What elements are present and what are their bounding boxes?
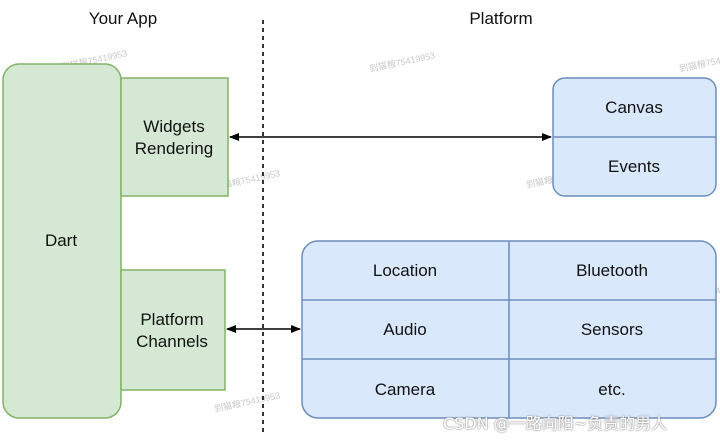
watermark: 到猫粮75419953 bbox=[213, 389, 281, 414]
audio-label: Audio bbox=[383, 320, 426, 339]
heading-your-app: Your App bbox=[89, 9, 157, 28]
watermark: 到猫粮75419953 bbox=[368, 49, 436, 74]
platform-channels-block bbox=[120, 269, 226, 391]
canvas-label: Canvas bbox=[605, 98, 663, 117]
watermark: 到猫粮75419953 bbox=[678, 49, 720, 74]
sensors-label: Sensors bbox=[581, 320, 643, 339]
events-label: Events bbox=[608, 157, 660, 176]
dart-label: Dart bbox=[45, 231, 77, 250]
dart-block bbox=[2, 63, 122, 419]
platform-label: Platform bbox=[140, 310, 203, 329]
channels-label: Channels bbox=[136, 332, 208, 351]
widgets-label: Widgets bbox=[143, 117, 204, 136]
bluetooth-label: Bluetooth bbox=[576, 261, 648, 280]
etc-label: etc. bbox=[598, 380, 625, 399]
heading-platform: Platform bbox=[469, 9, 532, 28]
csdn-credit: CSDN @一路向阳~负责的男人 bbox=[443, 414, 668, 433]
camera-label: Camera bbox=[375, 380, 436, 399]
widgets-rendering-block bbox=[120, 77, 229, 197]
location-label: Location bbox=[373, 261, 437, 280]
rendering-label: Rendering bbox=[135, 139, 213, 158]
